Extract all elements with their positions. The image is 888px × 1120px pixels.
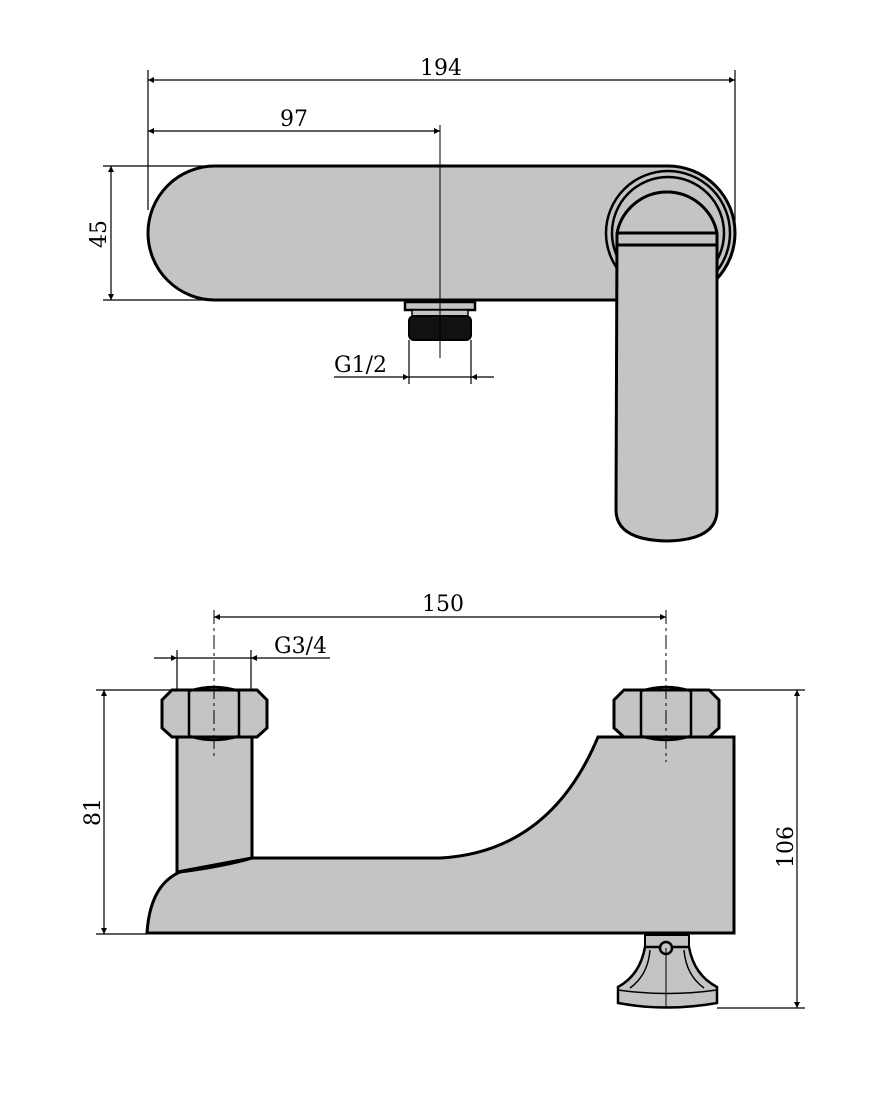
front-view: 150 G3/4 81 106 [81, 592, 805, 1009]
dimension-45: 45 [87, 220, 112, 248]
dimension-81: 81 [81, 798, 106, 826]
dimension-150: 150 [422, 592, 464, 617]
dimension-g1-2: G1/2 [334, 353, 387, 378]
diverter-knob [616, 945, 719, 1009]
dimension-g3-4: G3/4 [274, 634, 327, 659]
left-inlet-riser [175, 735, 254, 874]
dimension-97: 97 [280, 107, 308, 132]
dimension-194: 194 [420, 56, 462, 81]
dimension-106: 106 [774, 826, 799, 868]
mixer-body-front [145, 735, 736, 935]
top-view: 194 97 45 G1/2 [87, 56, 737, 543]
